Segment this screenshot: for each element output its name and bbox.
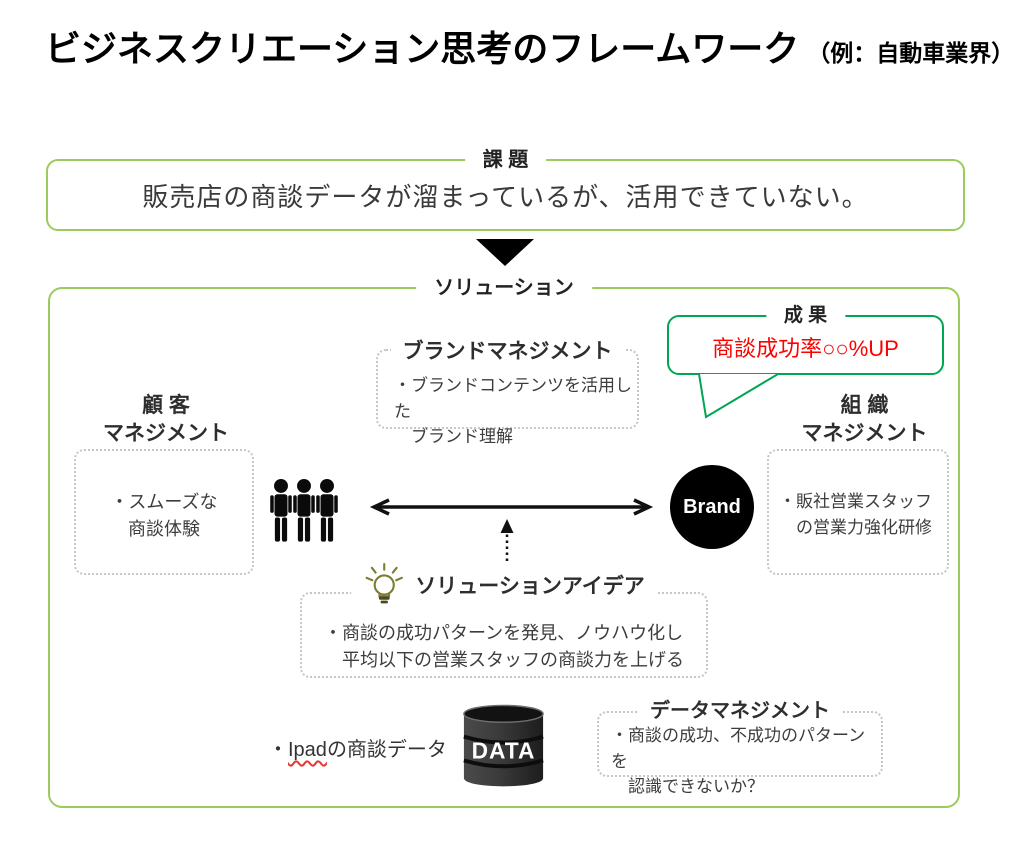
brand-management-line2: ブランド理解 (411, 427, 513, 446)
solution-idea-title: ソリューションアイデア (415, 575, 645, 598)
brand-circle: Brand (670, 465, 754, 549)
ipad-note-highlight: Ipad (288, 739, 327, 761)
solution-idea-box: ソリューションアイデア ・商談の成功パターンを発見、ノウハウ化し平均以下の営業ス… (300, 562, 708, 678)
person-icon (293, 478, 315, 542)
solution-label: ソリューション (416, 275, 592, 301)
down-arrow-icon (476, 239, 534, 266)
challenge-text: 販売店の商談データが溜まっているが、活用できていない。 (142, 181, 869, 212)
database-icon: DATA (463, 704, 544, 787)
challenge-section: 課 題 販売店の商談データが溜まっているが、活用できていない。 (46, 147, 965, 231)
data-management-title: データマネジメント (638, 694, 842, 723)
brand-management-text: ・ブランドコンテンツを活用したブランド理解 (378, 351, 637, 450)
solution-idea-text: ・商談の成功パターンを発見、ノウハウ化し平均以下の営業スタッフの商談力を上げる (302, 594, 706, 674)
data-management-box: データマネジメント ・商談の成功、不成功のパターンを認識できないか？ (597, 694, 883, 796)
org-line1: ・販社営業スタッフ (779, 492, 932, 511)
customer-title-line2: マネジメント (103, 422, 229, 446)
idea-line1: ・商談の成功パターンを発見、ノウハウ化し (324, 623, 684, 643)
org-title-line2: マネジメント (801, 422, 928, 446)
result-label: 成 果 (765, 304, 846, 329)
person-icon (316, 478, 338, 542)
double-arrow-icon (369, 498, 654, 516)
solution-idea-header: ソリューションアイデア (351, 562, 657, 608)
page-title-main: ビジネスクリエーション思考のフレームワーク (45, 28, 800, 69)
org-management-title: 組 織マネジメント (762, 392, 967, 449)
brand-management-line1: ・ブランドコンテンツを活用した (394, 376, 632, 421)
solution-section: ソリューション 成 果 商談成功率○○%UP ブランドマネジメント ・ブランドコ… (48, 275, 960, 808)
customer-management-box: ・スムーズな商談体験 (74, 449, 254, 575)
ipad-note-bullet: ・ (268, 739, 288, 761)
data-mgmt-line1: ・商談の成功、不成功のパターンを (611, 726, 866, 771)
brand-management-box: ブランドマネジメント ・ブランドコンテンツを活用したブランド理解 (376, 335, 639, 446)
customer-line2: 商談体験 (128, 519, 200, 539)
brand-management-title: ブランドマネジメント (390, 335, 625, 365)
page-title-suffix: （例：自動車業界） (807, 40, 1010, 66)
person-icon (270, 478, 292, 542)
ipad-note-rest: の商談データ (326, 739, 447, 761)
org-management-box: ・販社営業スタッフの営業力強化研修 (767, 449, 949, 575)
brand-circle-label: Brand (683, 495, 741, 518)
org-title-line1: 組 織 (840, 394, 889, 417)
result-bubble: 成 果 商談成功率○○%UP (667, 304, 944, 375)
customer-title-line1: 顧 客 (142, 394, 190, 417)
page-title: ビジネスクリエーション思考のフレームワーク （例：自動車業界） (45, 20, 1010, 72)
lightbulb-icon (365, 562, 403, 604)
challenge-label: 課 題 (464, 147, 547, 173)
customer-line1: ・スムーズな (110, 492, 218, 512)
database-label: DATA (472, 737, 536, 763)
org-management-text: ・販社営業スタッフの営業力強化研修 (769, 451, 947, 540)
speech-bubble-tail-icon (698, 373, 779, 419)
ipad-data-note: ・Ipadの商談データ (268, 733, 447, 762)
data-mgmt-line2: 認識できないか？ (628, 777, 764, 796)
people-icon (268, 477, 338, 545)
customer-management-title: 顧 客マネジメント (66, 392, 266, 449)
customer-management-text: ・スムーズな商談体験 (76, 451, 252, 543)
org-line2: の営業力強化研修 (796, 517, 932, 537)
idea-line2: 平均以下の営業スタッフの商談力を上げる (342, 650, 684, 670)
result-text: 商談成功率○○%UP (712, 336, 899, 361)
dotted-arrow-icon (500, 519, 514, 585)
data-management-text: ・商談の成功、不成功のパターンを認識できないか？ (599, 713, 881, 800)
